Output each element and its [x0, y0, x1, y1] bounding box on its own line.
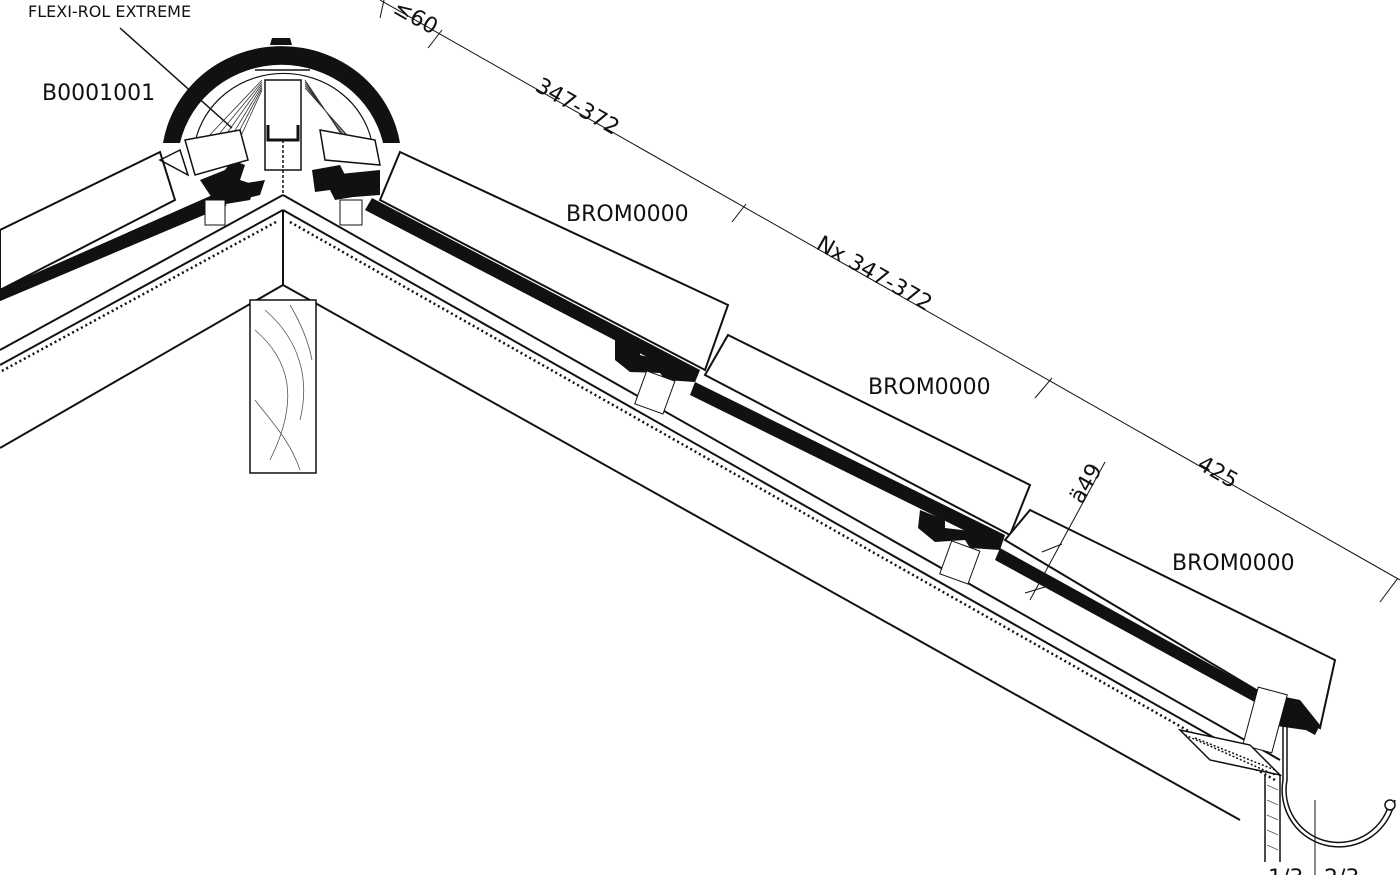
dim-first-batten: 347-372 — [531, 73, 623, 140]
left-tiles — [0, 150, 227, 302]
label-tile-2: BROM0000 — [868, 375, 991, 400]
dim-last-tile: 425 — [1193, 451, 1242, 493]
ridge-beam — [249, 299, 317, 474]
label-tile-3: BROM0000 — [1172, 551, 1295, 576]
dim-gutter-right: 2/3 — [1324, 866, 1359, 875]
label-tile-1: BROM0000 — [566, 202, 689, 227]
ridge-bracket — [255, 69, 310, 195]
tile-row-3 — [995, 508, 1337, 754]
dimension-line — [379, 0, 1400, 603]
dim-batten-spacing: Nx 347-372 — [812, 231, 936, 316]
tile-row-2 — [690, 333, 1032, 585]
label-ridge-tile: B0001001 — [42, 81, 155, 106]
rafter-left — [0, 194, 284, 449]
gutter — [1281, 715, 1396, 875]
label-flexi-rol: FLEXI-ROL EXTREME — [28, 2, 191, 21]
rafter-right — [282, 194, 1281, 821]
tile-row-1 — [365, 150, 730, 415]
ridge-clips — [200, 160, 370, 226]
ridge-tile — [158, 38, 400, 177]
dim-ridge-gap: ≤60 — [389, 0, 442, 40]
ridge-clip-fans — [204, 79, 366, 161]
ridge-inner-tiles — [184, 129, 381, 176]
dim-gutter-left: 1/3 — [1268, 866, 1303, 875]
eaves-detail — [1177, 728, 1283, 862]
leader-flexi-rol — [119, 27, 233, 129]
dim-eaves-offset: ä49 — [1065, 460, 1107, 508]
